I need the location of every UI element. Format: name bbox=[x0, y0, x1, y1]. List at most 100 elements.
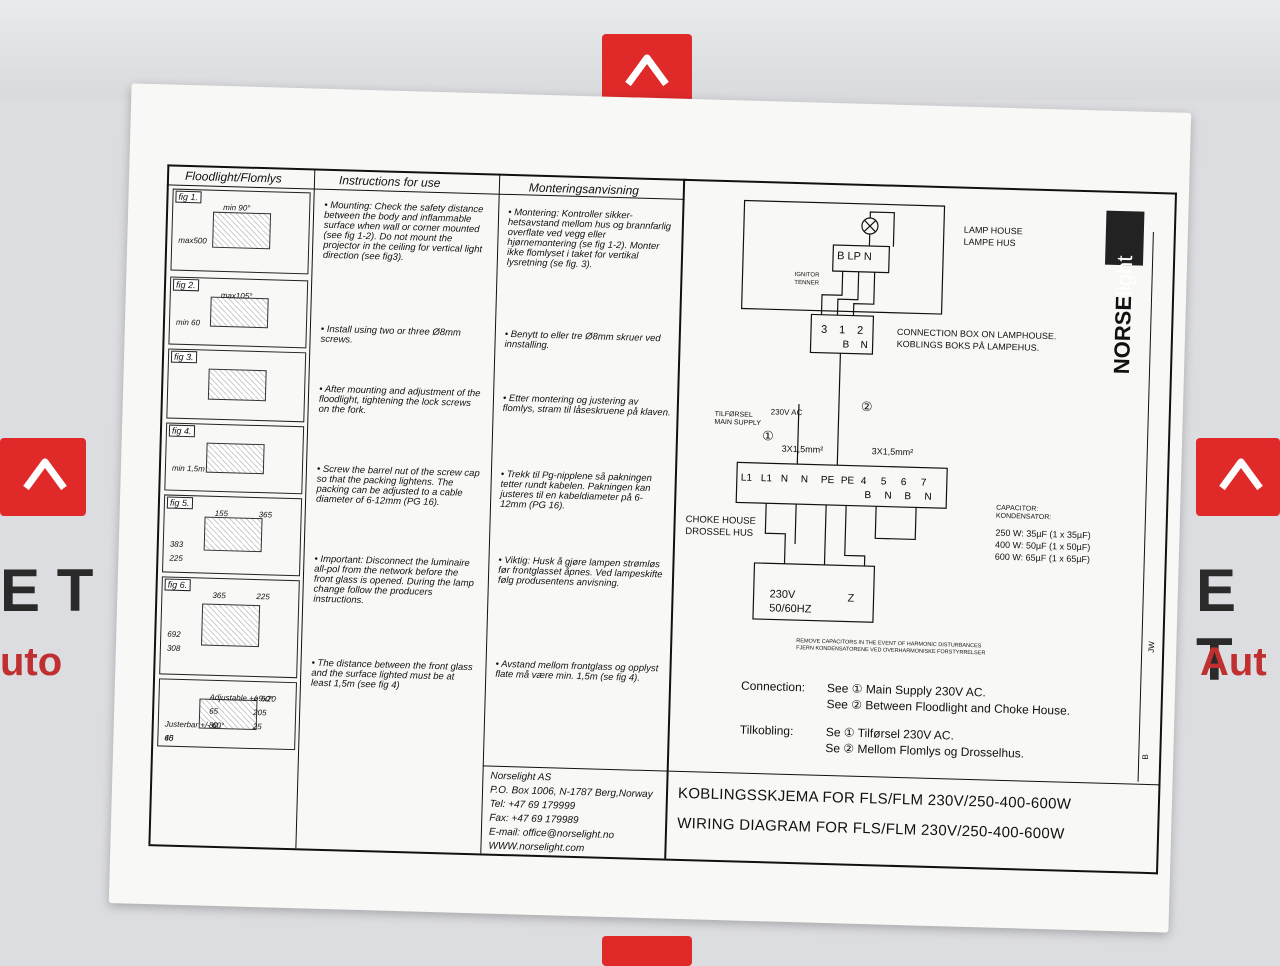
label-ballast-hz: 50/60HZ bbox=[769, 602, 812, 616]
figure-dimension: 383 bbox=[169, 539, 184, 549]
instruction-install: • Install using two or three Ø8mm screws… bbox=[320, 323, 462, 346]
figure-label: fig 3. bbox=[170, 350, 197, 364]
label-drossel-hus: DROSSEL HUS bbox=[685, 525, 754, 539]
label-ballast-z: Z bbox=[847, 592, 855, 605]
header-floodlight: Floodlight/Flomlys bbox=[184, 168, 282, 186]
conn-box-terminal: 2 bbox=[857, 325, 863, 337]
montering-important: • Viktig: Husk å gjøre lampen strømløs f… bbox=[497, 554, 663, 590]
choke-terminal: 4 bbox=[861, 476, 867, 487]
instruction-adjustment: • After mounting and adjustment of the f… bbox=[318, 383, 481, 417]
choke-terminal: L1 bbox=[741, 473, 753, 484]
col-divider-2 bbox=[480, 173, 501, 854]
chevron-logo-icon bbox=[23, 458, 67, 491]
circle-2-marker: ② bbox=[860, 398, 873, 415]
label-ballast-voltage: 230V bbox=[769, 588, 796, 602]
label-lamp-terms: B LP N bbox=[836, 250, 872, 264]
figure-dimension: 80 bbox=[208, 720, 218, 731]
label-kondensator: KONDENSATOR: bbox=[995, 512, 1052, 522]
montering-distance: • Avstand mellom frontglass og opplyst f… bbox=[495, 658, 659, 684]
figure-dimension: 365 bbox=[258, 510, 273, 520]
lamp-house-box bbox=[740, 199, 946, 315]
diagram-right-line bbox=[1155, 192, 1178, 875]
company-name: Norselight AS bbox=[490, 770, 552, 784]
figure-box: fig 2. min 60 max105° bbox=[168, 276, 309, 349]
connection-label: Connection: bbox=[740, 678, 806, 695]
label-cable-1: 3X1,5mm² bbox=[781, 443, 824, 455]
figure-dimension: max500 bbox=[178, 235, 207, 246]
figure-label: fig 6. bbox=[164, 578, 191, 592]
montering-install: • Benytt to eller tre Ø8mm skruer ved in… bbox=[504, 328, 661, 352]
montering-adjustment: • Etter montering og justering av flomly… bbox=[502, 392, 671, 419]
company-tel: Tel: +47 69 179999 bbox=[489, 798, 576, 813]
figure-dimension: 40 bbox=[164, 733, 174, 743]
choke-terminal: 5 bbox=[881, 476, 887, 487]
figure-dimension: 692 bbox=[167, 629, 181, 639]
choke-terminal: L1 bbox=[761, 473, 773, 484]
cable-1 bbox=[796, 404, 800, 465]
figure-box: fig 4. min 1,5m bbox=[164, 422, 305, 495]
connection-box bbox=[809, 313, 875, 355]
lamp-terminal-block bbox=[832, 244, 891, 274]
figure-box: fig 1. max500 min 90° bbox=[170, 188, 311, 275]
ballast-box bbox=[752, 562, 876, 623]
figure-box: Justerbar +/- 60°Adjustable +/- 60°ø9x20… bbox=[157, 678, 297, 751]
company-address: P.O. Box 1006, N-1787 Berg,Norway bbox=[489, 784, 653, 801]
chevron-logo-icon bbox=[1219, 458, 1263, 491]
tilkobling-label: Tilkobling: bbox=[739, 722, 794, 739]
figure-dimension: min 1,5m bbox=[171, 463, 205, 474]
company-web: WWW.norselight.com bbox=[488, 840, 585, 855]
conn-box-terminal: 3 bbox=[821, 324, 827, 336]
figure-label: fig 2. bbox=[172, 278, 199, 292]
choke-terminal-sub: N bbox=[924, 492, 932, 503]
side-mark-a: JW bbox=[1146, 641, 1157, 653]
instruction-mounting: • Mounting: Check the safety distance be… bbox=[322, 199, 484, 264]
circle-1-marker: ① bbox=[761, 428, 774, 444]
conn-box-terminal-sub: B bbox=[842, 339, 849, 350]
brand-logo-bottom bbox=[602, 936, 692, 966]
choke-terminal-sub: B bbox=[904, 491, 911, 502]
instruction-important: • Important: Disconnect the luminaire al… bbox=[313, 553, 474, 607]
choke-terminal-block bbox=[735, 461, 948, 509]
watermark-left-sub: uto bbox=[0, 640, 63, 684]
label-main-supply: MAIN SUPPLY bbox=[714, 418, 762, 428]
title-norwegian: KOBLINGSSKJEMA FOR FLS/FLM 230V/250-400-… bbox=[677, 784, 1072, 813]
chevron-logo-icon bbox=[625, 54, 669, 87]
figure-dimension: 225 bbox=[256, 592, 270, 602]
figure-dimension: min 60 bbox=[175, 317, 201, 328]
brand-logo-right bbox=[1196, 438, 1280, 516]
instruction-barrel-nut: • Screw the barrel nut of the screw cap … bbox=[315, 463, 480, 509]
conn-box-terminal: 1 bbox=[839, 324, 845, 336]
label-choke-house: CHOKE HOUSE bbox=[685, 514, 757, 527]
figure-dimension: max105° bbox=[220, 290, 253, 301]
figure-label: fig 1. bbox=[175, 190, 202, 204]
figure-sketch bbox=[200, 603, 261, 648]
choke-terminal: N bbox=[801, 474, 809, 485]
label-tenner: TENNER bbox=[794, 279, 820, 287]
watermark-right-letters: E T bbox=[1196, 557, 1237, 693]
figure-dimension: min 90° bbox=[223, 202, 251, 213]
montering-mounting: • Montering: Kontroller sikker-hetsavsta… bbox=[506, 206, 672, 271]
choke-terminal: PE bbox=[841, 475, 855, 486]
figure-dimension: 225 bbox=[169, 553, 183, 563]
figure-box: fig 3. bbox=[166, 348, 307, 423]
cable-2 bbox=[836, 353, 841, 466]
choke-terminal: 7 bbox=[921, 478, 927, 489]
header-instructions: Instructions for use bbox=[338, 173, 441, 191]
figure-dimension: 205 bbox=[253, 708, 267, 718]
figure-label: fig 4. bbox=[168, 424, 195, 438]
connection-line-1: See ① Main Supply 230V AC. bbox=[826, 681, 987, 700]
figure-dimension: 65 bbox=[209, 706, 219, 717]
title-english: WIRING DIAGRAM FOR FLS/FLM 230V/250-400-… bbox=[676, 814, 1065, 843]
choke-terminal-sub: N bbox=[884, 491, 892, 502]
brand-logo-left bbox=[0, 438, 86, 516]
table-bottom-line bbox=[148, 844, 1159, 875]
figure-dimension: ø9x20 bbox=[253, 694, 276, 704]
watermark-left-letters: E T bbox=[0, 557, 94, 624]
choke-terminal: N bbox=[781, 474, 789, 485]
figure-sketch bbox=[205, 442, 265, 475]
lamp-wires bbox=[820, 271, 876, 316]
company-email: E-mail: office@norselight.no bbox=[488, 826, 615, 842]
